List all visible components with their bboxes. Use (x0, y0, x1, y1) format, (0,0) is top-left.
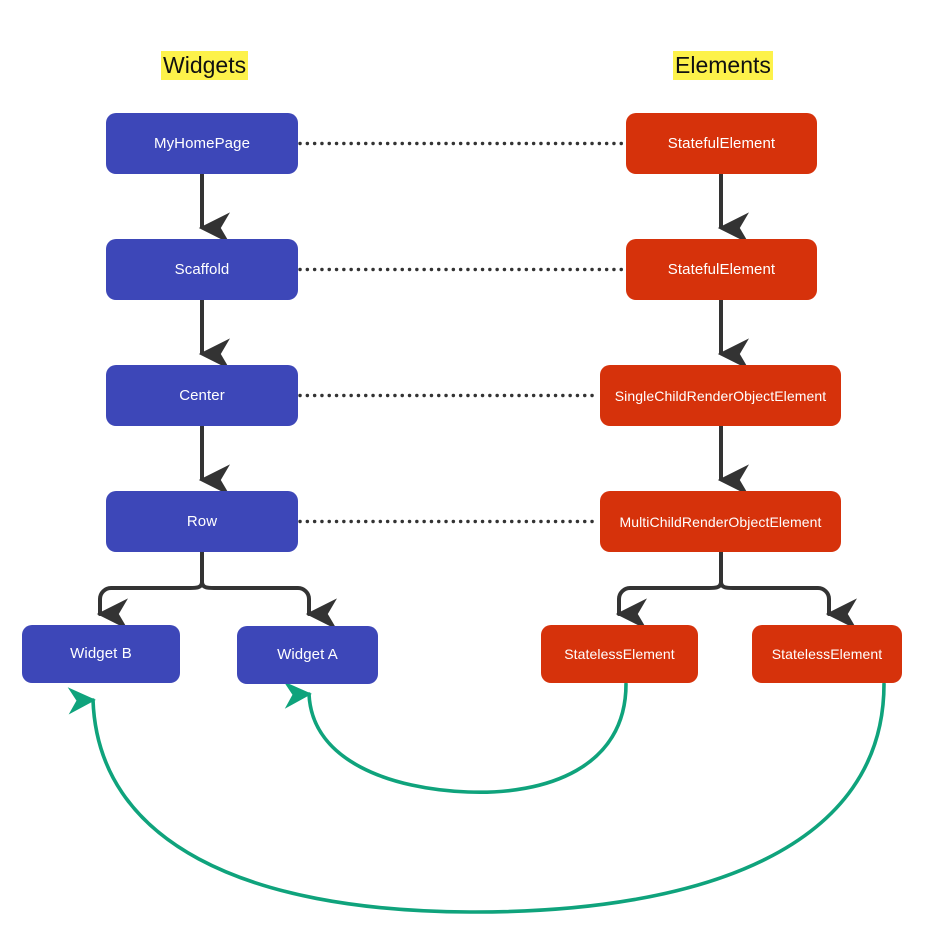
node-label: Widget B (70, 645, 132, 662)
node-element-statefulelement-1[interactable]: StatefulElement (626, 113, 817, 174)
rebuild-arc-stateless-right-to-widget-b (67, 682, 886, 914)
node-label: StatelessElement (771, 646, 883, 662)
node-element-multichildrenderobjectelement[interactable]: MultiChildRenderObjectElement (600, 491, 841, 552)
fork-branch-row-to-widget-a (200, 580, 337, 630)
fork-branch-multichild-to-stateless-right (719, 580, 857, 630)
rebuild-arc-group (67, 681, 886, 914)
fork-branch-multichild-to-stateless-left (615, 580, 723, 630)
node-label: MultiChildRenderObjectElement (619, 513, 822, 530)
node-element-singlechildrenderobjectelement[interactable]: SingleChildRenderObjectElement (600, 365, 841, 426)
fork-row-to-widgets (96, 550, 337, 630)
node-label: StatelessElement (564, 646, 675, 662)
column-header-widgets: Widgets (161, 50, 249, 80)
node-label: MyHomePage (153, 134, 251, 152)
node-widget-center[interactable]: Center (106, 365, 298, 426)
node-element-statelesselement-2[interactable]: StatelessElement (752, 625, 902, 683)
node-label: Row (186, 512, 218, 530)
fork-branch-row-to-widget-b (96, 580, 204, 630)
node-label: Center (179, 386, 225, 404)
node-widget-row[interactable]: Row (106, 491, 298, 552)
column-header-elements-label: Elements (673, 51, 773, 80)
node-label: SingleChildRenderObjectElement (614, 387, 827, 404)
node-label: Scaffold (174, 260, 230, 278)
node-element-statefulelement-2[interactable]: StatefulElement (626, 239, 817, 300)
fork-multichild-to-stateless (615, 550, 857, 630)
node-widget-widget-a[interactable]: Widget A (237, 626, 378, 684)
node-element-statelesselement-1[interactable]: StatelessElement (541, 625, 698, 683)
dotted-link-group (298, 141, 626, 524)
column-header-elements: Elements (673, 50, 773, 80)
node-widget-widget-b[interactable]: Widget B (22, 625, 180, 683)
node-widget-myhomepage[interactable]: MyHomePage (106, 113, 298, 174)
rebuild-arc-stateless-left-to-widget-a (283, 681, 628, 795)
node-label: Widget A (277, 646, 338, 663)
node-widget-scaffold[interactable]: Scaffold (106, 239, 298, 300)
column-header-widgets-label: Widgets (161, 51, 249, 80)
node-label: StatefulElement (667, 260, 776, 278)
node-label: StatefulElement (667, 134, 776, 152)
